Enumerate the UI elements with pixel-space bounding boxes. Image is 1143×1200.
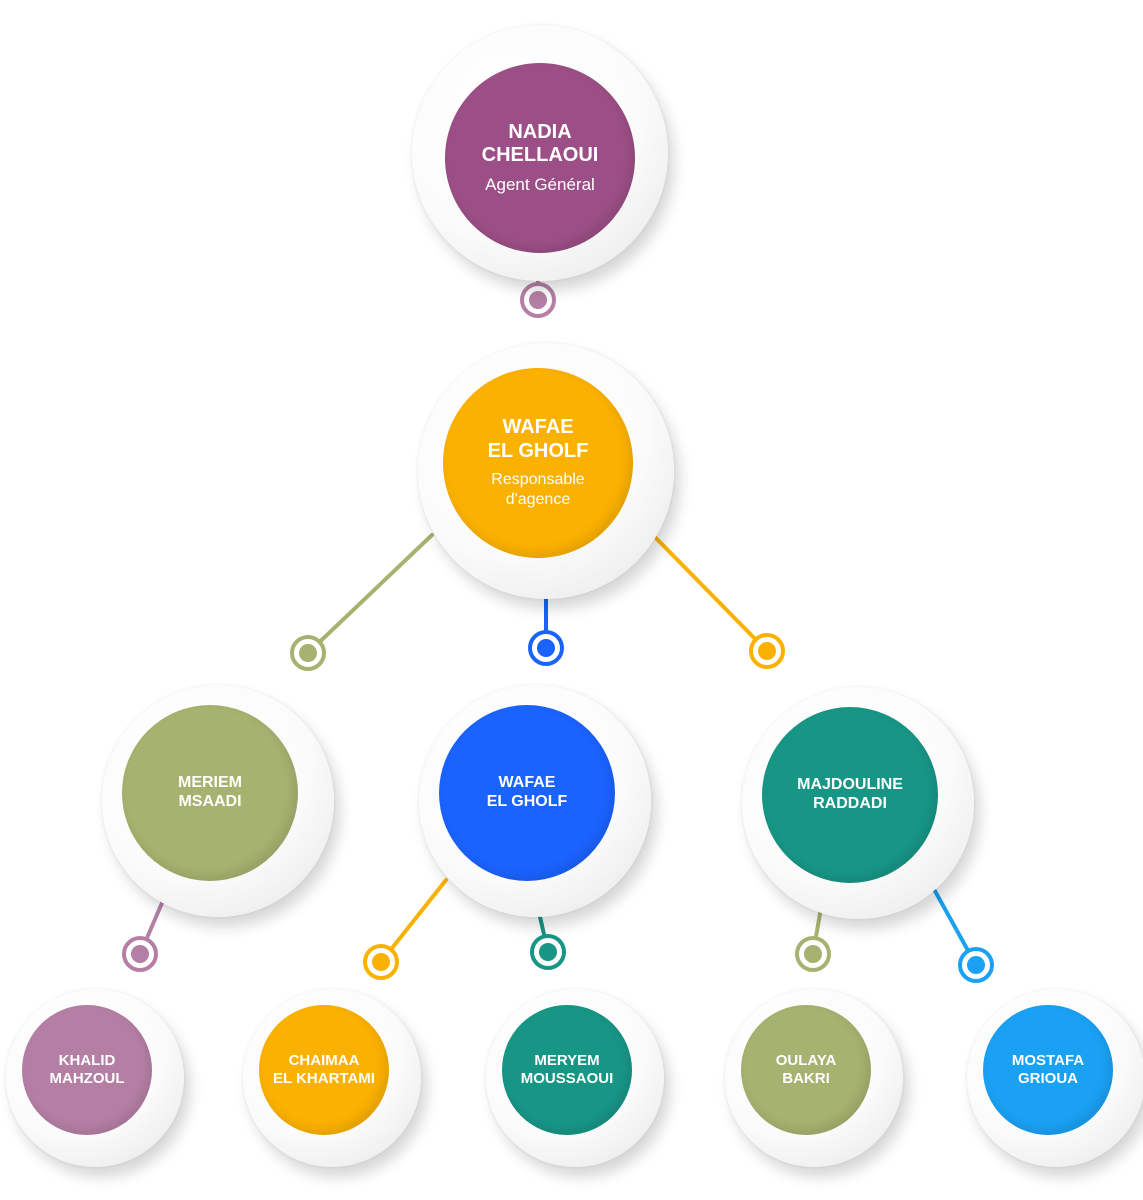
node-name-line: EL GHOLF — [486, 793, 568, 810]
node-name-line: MOUSSAOUI — [520, 1070, 614, 1087]
connector-dot-oulaya — [804, 945, 822, 963]
node-name-line: MERYEM — [534, 1052, 600, 1070]
node-name-line: GRIOUA — [1018, 1070, 1078, 1087]
connector-dot-khalid — [131, 945, 149, 963]
node-name-line: WAFAE — [502, 416, 574, 439]
node-name-line: MAJDOULINE — [797, 776, 903, 794]
node-name-line: MERIEM — [178, 774, 242, 792]
node-role-line: Agent Général — [485, 174, 595, 194]
node-name-line: CHELLAOUI — [481, 144, 599, 167]
connector-dot-mostafa — [967, 956, 985, 974]
connector-dot-meriem — [299, 644, 317, 662]
node-name-line: KHALID — [58, 1052, 116, 1070]
connector-dot-chaimaa — [372, 953, 390, 971]
node-name-line: WAFAE — [498, 774, 556, 792]
connector-dot-majdouline — [758, 642, 776, 660]
node-role-line: d'agence — [505, 490, 571, 508]
node-name-line: MAHZOUL — [49, 1070, 125, 1087]
node-name-line: BAKRI — [782, 1070, 830, 1087]
node-name-line: EL GHOLF — [487, 440, 589, 462]
connector-dot-wafae-mid — [537, 639, 555, 657]
node-name-line: MOSTAFA — [1011, 1052, 1085, 1070]
node-name-line: MSAADI — [178, 793, 242, 810]
node-name-line: RADDADI — [813, 795, 887, 812]
node-name-line: CHAIMAA — [288, 1052, 360, 1070]
connector-wafae-top-to-majdouline — [648, 530, 769, 653]
connector-dot-wafae-top — [529, 291, 547, 309]
node-name-line: EL KHARTAMI — [273, 1070, 375, 1087]
node-role-line: Responsable — [491, 470, 585, 488]
connector-wafae-top-to-meriem — [306, 533, 434, 655]
node-name-line: NADIA — [508, 120, 572, 143]
connector-dot-meryem — [539, 943, 557, 961]
node-name-line: OULAYA — [775, 1052, 837, 1070]
